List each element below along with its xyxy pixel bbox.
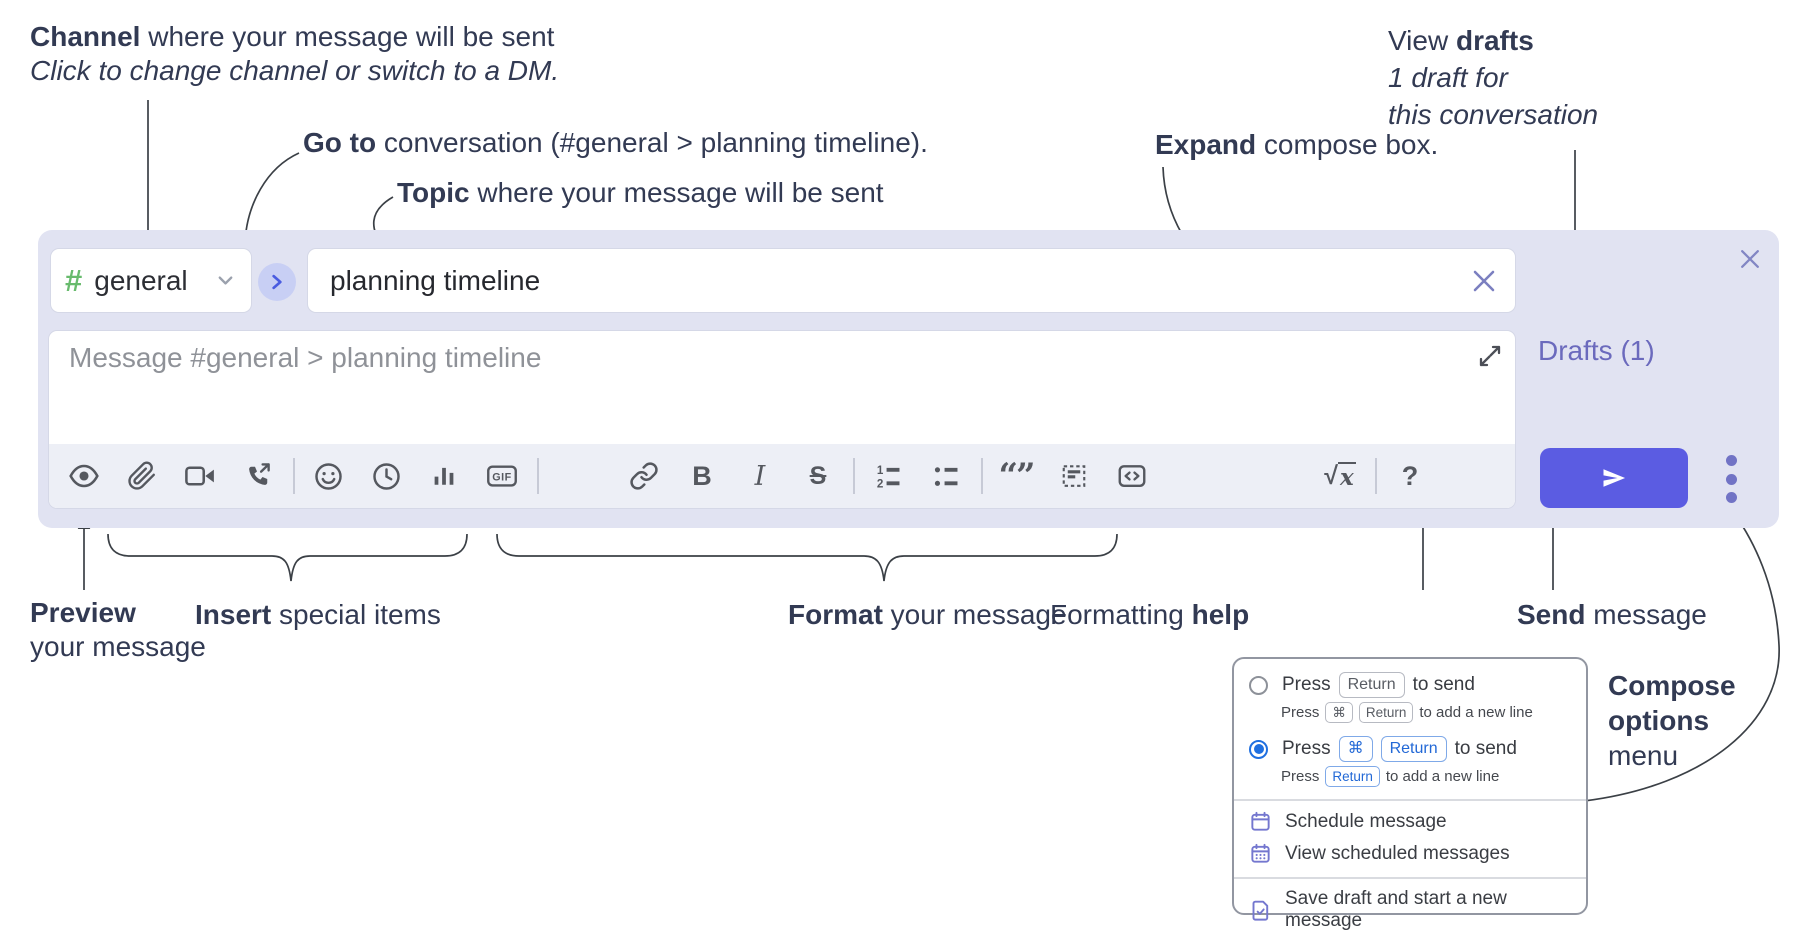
- line-to-goto-button: [239, 152, 300, 245]
- expand-compose-icon[interactable]: [1477, 343, 1503, 369]
- menu-item-save-draft[interactable]: Save draft and start a new message: [1249, 888, 1586, 932]
- go-to-conversation-button[interactable]: [258, 263, 296, 301]
- calendar-grid-icon: [1249, 842, 1272, 865]
- svg-text:2: 2: [876, 477, 882, 490]
- quote-icon[interactable]: “”: [998, 456, 1035, 496]
- message-placeholder: Message #general > planning timeline: [69, 342, 542, 373]
- send-button[interactable]: [1540, 448, 1688, 508]
- video-call-icon[interactable]: [177, 460, 223, 492]
- send-shortcut-option-1-hint: Press ⌘ Return to add a new line: [1281, 702, 1533, 723]
- annotation-send: Send message: [1517, 599, 1707, 630]
- chevron-right-icon: [267, 272, 287, 292]
- calendar-icon: [1249, 810, 1272, 833]
- annotation-topic: Topic where your message will be sent: [397, 177, 884, 208]
- svg-text:1: 1: [876, 463, 883, 476]
- toolbar-divider: [853, 458, 855, 494]
- toolbar-divider: [1375, 458, 1377, 494]
- time-mention-icon[interactable]: [363, 461, 409, 492]
- cmd-keycap: ⌘: [1338, 736, 1373, 762]
- annotation-preview: Preview your message: [30, 597, 206, 662]
- gif-icon[interactable]: GIF: [479, 461, 525, 491]
- return-keycap: Return: [1380, 736, 1447, 762]
- svg-text:GIF: GIF: [492, 472, 511, 484]
- popup-divider: [1234, 799, 1586, 801]
- link-icon[interactable]: [621, 461, 667, 491]
- italic-icon[interactable]: I: [754, 460, 766, 492]
- cmd-keycap: ⌘: [1325, 702, 1353, 723]
- return-keycap: Return: [1325, 766, 1380, 787]
- poll-icon[interactable]: [421, 461, 467, 491]
- code-icon[interactable]: [1109, 461, 1155, 491]
- bulleted-list-icon[interactable]: [923, 461, 969, 492]
- menu-item-view-scheduled[interactable]: View scheduled messages: [1249, 842, 1586, 865]
- popup-divider: [1234, 877, 1586, 879]
- send-shortcut-option-1[interactable]: Press Return to send: [1249, 672, 1586, 698]
- toolbar-divider: [537, 458, 539, 494]
- compose-box: # general planning timeline Message #gen…: [38, 230, 1779, 528]
- preview-icon[interactable]: [61, 460, 107, 492]
- topic-input[interactable]: planning timeline: [307, 248, 1516, 313]
- math-icon[interactable]: √x: [1324, 461, 1356, 491]
- radio-unselected[interactable]: [1249, 675, 1268, 695]
- return-keycap: Return: [1358, 702, 1414, 723]
- close-compose-icon[interactable]: [1737, 246, 1763, 272]
- send-shortcut-option-2-hint: Press Return to add a new line: [1281, 766, 1500, 787]
- annotation-insert: Insert special items: [195, 599, 441, 630]
- annotation-expand: Expand compose box.: [1155, 129, 1439, 160]
- chevron-down-icon: [214, 269, 237, 292]
- strikethrough-icon[interactable]: S: [809, 461, 827, 490]
- compose-options-popup: Press Return to send Press ⌘ Return to a…: [1232, 657, 1588, 931]
- channel-name: general: [94, 264, 188, 296]
- brace-format: [496, 533, 1118, 582]
- send-shortcut-option-2[interactable]: Press ⌘ Return to send: [1249, 736, 1586, 762]
- brace-insert: [107, 533, 468, 582]
- radio-selected[interactable]: [1249, 739, 1268, 759]
- toolbar-divider: [293, 458, 295, 494]
- channel-hash-icon: #: [65, 262, 83, 298]
- topic-value: planning timeline: [330, 264, 541, 296]
- annotation-compose-options: Compose options menu: [1608, 670, 1736, 771]
- send-icon: [1599, 464, 1629, 492]
- annotation-drafts: View drafts 1 draft for this conversatio…: [1388, 25, 1599, 130]
- annotation-channel: Channel where your message will be sent …: [30, 21, 560, 86]
- bold-icon[interactable]: B: [692, 460, 712, 491]
- compose-options-menu-button[interactable]: [1716, 455, 1746, 503]
- toolbar-divider: [981, 458, 983, 494]
- message-input[interactable]: Message #general > planning timeline: [48, 330, 1516, 509]
- channel-selector[interactable]: # general: [50, 248, 252, 313]
- drafts-link[interactable]: Drafts (1): [1538, 335, 1655, 366]
- clear-topic-icon[interactable]: [1469, 266, 1499, 296]
- annotation-format: Format your message: [788, 599, 1067, 630]
- audio-call-icon[interactable]: [235, 461, 281, 491]
- annotation-formatting-help: Formatting help: [1050, 599, 1250, 630]
- annotation-goto: Go to conversation (#general > planning …: [303, 127, 928, 158]
- save-draft-icon: [1249, 899, 1272, 922]
- emoji-icon[interactable]: [305, 461, 351, 492]
- attach-file-icon[interactable]: [119, 461, 165, 491]
- spoiler-icon[interactable]: [1051, 461, 1097, 491]
- formatting-help-icon[interactable]: ?: [1401, 460, 1419, 491]
- return-keycap: Return: [1338, 672, 1405, 698]
- menu-item-schedule-message[interactable]: Schedule message: [1249, 810, 1586, 833]
